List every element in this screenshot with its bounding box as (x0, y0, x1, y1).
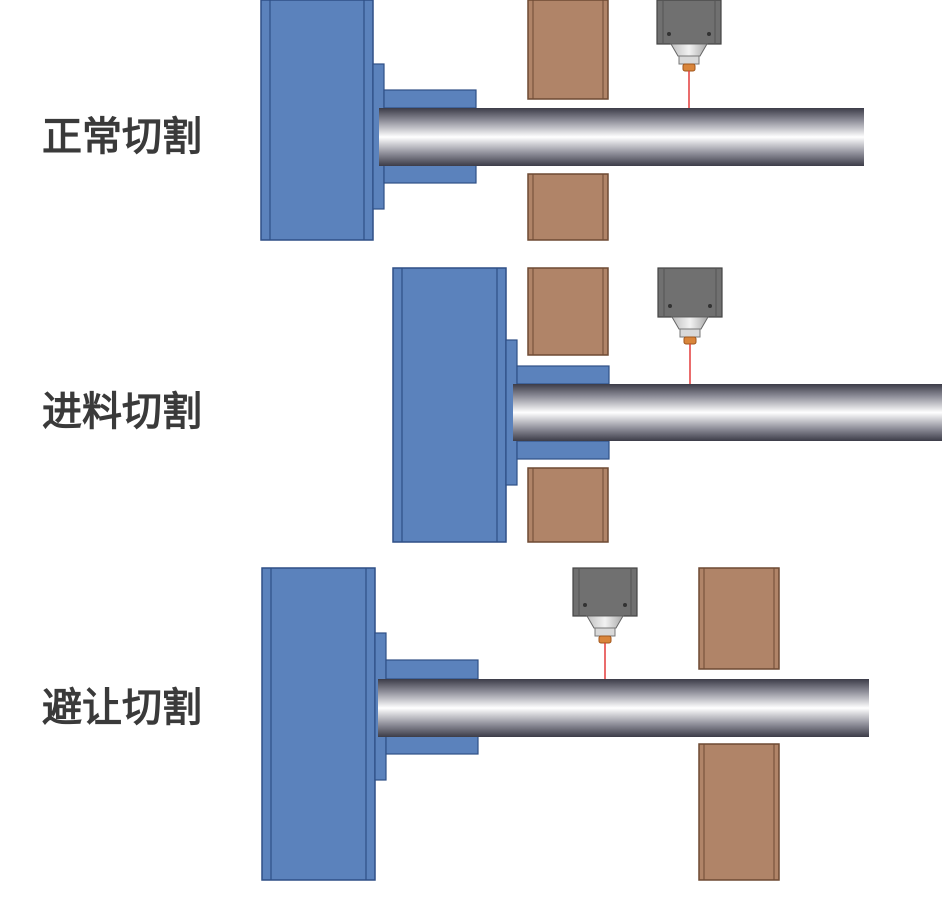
chuck-block (392, 267, 610, 543)
support-lower (698, 743, 780, 881)
mode-label-avoid: 避让切割 (42, 685, 202, 731)
chuck-block (261, 567, 479, 881)
support-upper (527, 0, 609, 100)
laser-head (572, 567, 638, 679)
tube (378, 679, 869, 737)
laser-head (656, 0, 722, 108)
tube (379, 108, 864, 166)
support-lower (527, 173, 609, 241)
panel-normal-cutting: 正常切割 (42, 0, 864, 241)
support-upper (527, 267, 609, 356)
panel-feed-cutting: 进料切割 (42, 267, 942, 543)
mode-label-feed: 进料切割 (42, 389, 202, 435)
tube (513, 384, 942, 441)
support-upper (698, 567, 780, 670)
laser-head (657, 267, 723, 384)
support-lower (527, 467, 609, 543)
chuck-block (260, 0, 477, 241)
panel-avoid-cutting: 避让切割 (42, 567, 869, 881)
mode-label-normal: 正常切割 (42, 114, 202, 160)
